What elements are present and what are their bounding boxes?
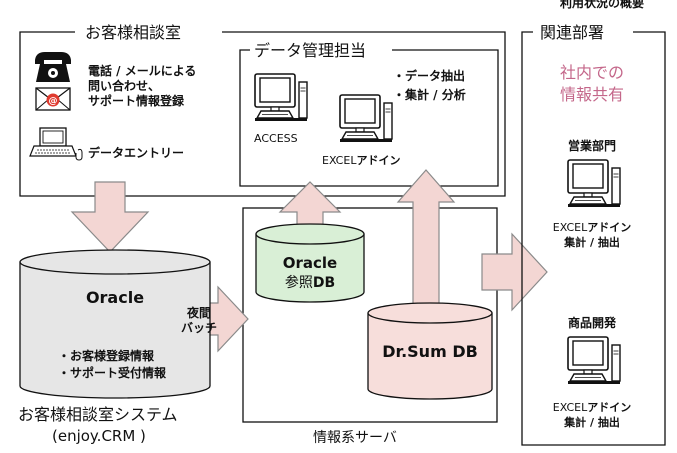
telephone-icon	[35, 52, 71, 82]
arrow-customer-to-oracle	[70, 181, 150, 253]
batch-label-1: 夜間	[186, 305, 211, 320]
related-departments-frame	[521, 31, 666, 446]
related-departments-section: 関連部署 社内での 情報共有 営業部門 EXCELアドイン 集計 / 抽出 商品…	[521, 23, 666, 446]
crm-system-caption-2: (enjoy.CRM )	[52, 427, 146, 445]
data-management-title: データ管理担当	[254, 41, 366, 60]
arrow-to-related-departments	[481, 232, 548, 312]
contact-line-3: サポート情報登録	[88, 93, 185, 108]
related-departments-title: 関連部署	[540, 23, 604, 42]
customer-center-title: お客様相談室	[85, 23, 181, 42]
batch-label-2: バッチ	[181, 321, 217, 335]
contact-line-2: 問い合わせ、	[88, 78, 160, 93]
crm-system-caption-1: お客様相談室システム	[18, 405, 178, 424]
data-management-frame	[239, 49, 499, 187]
product-dev-tool-label: EXCELアドイン	[553, 401, 631, 414]
laptop-icon	[29, 127, 83, 161]
top-corner-text: 利用状況の概要	[560, 0, 644, 10]
excel-addin-label: EXCELアドイン	[322, 154, 400, 167]
access-label: ACCESS	[254, 132, 298, 145]
drsum-db-name: Dr.Sum DB	[382, 342, 478, 361]
sales-tool-label: EXCELアドイン	[553, 221, 631, 234]
product-dev-name: 商品開発	[568, 315, 617, 330]
contact-line-1: 電話 / メールによる	[88, 63, 196, 78]
info-server-caption: 情報系サーバ	[313, 430, 397, 446]
mail-icon: @	[35, 87, 71, 111]
sales-action-label: 集計 / 抽出	[563, 235, 620, 249]
access-computer-icon	[254, 73, 308, 122]
customer-center-section: お客様相談室 @ 電話 / メールによる 問い合わせ、 サポート情報登録	[19, 23, 506, 197]
oracle-main-db: Oracle ・お客様登録情報 ・サポート受付情報	[19, 249, 211, 399]
data-entry-label: データエントリー	[88, 145, 184, 160]
drsum-db: Dr.Sum DB	[367, 302, 493, 400]
oracle-info-1: ・お客様登録情報	[58, 348, 155, 363]
ref-db-label: 参照DB	[285, 274, 335, 291]
ref-db-name: Oracle	[283, 254, 337, 272]
arrow-refdb-to-management	[278, 181, 342, 229]
svg-text:@: @	[49, 97, 58, 107]
excel-computer-icon	[339, 94, 393, 143]
data-management-task-1: ・データ抽出	[393, 68, 465, 83]
arrow-drsum-to-management	[396, 169, 456, 306]
product-dev-computer-icon	[567, 336, 621, 385]
customer-center-frame	[19, 31, 506, 197]
data-management-task-2: ・集計 / 分析	[393, 87, 466, 102]
oracle-reference-db: Oracle 参照DB	[255, 223, 365, 303]
oracle-info-2: ・サポート受付情報	[58, 365, 167, 380]
product-dev-action-label: 集計 / 抽出	[563, 415, 620, 429]
data-management-section: データ管理担当 ・データ抽出 ・集計 / 分析 ACCESS EXCELアドイン	[239, 41, 499, 187]
sales-computer-icon	[567, 159, 621, 208]
sales-department-name: 営業部門	[568, 138, 616, 153]
share-text-1: 社内での	[560, 63, 624, 82]
oracle-main-db-name: Oracle	[86, 288, 144, 307]
share-text-2: 情報共有	[560, 85, 624, 104]
